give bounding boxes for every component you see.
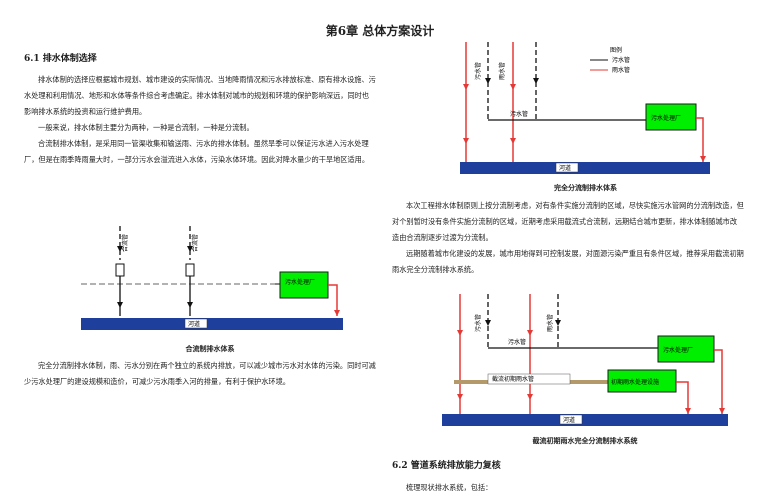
river-label: 河道 xyxy=(563,416,575,424)
plant-outlet xyxy=(328,284,338,316)
facility-outlet xyxy=(676,381,689,414)
river-bar xyxy=(81,318,343,330)
chapter-title: 第6章 总体方案设计 xyxy=(325,24,435,38)
combined-pipe-label-1: 合流管 xyxy=(121,234,129,252)
first-flush-facility-box xyxy=(607,369,677,393)
facility-label: 初期雨水处理设施 xyxy=(611,378,659,386)
separate-system-diagram: 图例 污水管 雨水管 污水管 雨水管 污水管 污水处理厂 河道 xyxy=(460,42,710,174)
legend-title: 图例 xyxy=(610,46,622,54)
paragraph: 合流制排水体制，是采用同一管渠收集和输送雨、污水的排水体制。虽然旱季可以保证污水… xyxy=(24,139,370,164)
combined-system-diagram: 合流管 合流管 污水处理厂 河道 xyxy=(81,226,343,330)
plant-label: 污水处理厂 xyxy=(651,114,681,122)
plant-outlet xyxy=(714,349,723,414)
sewage-plant-box xyxy=(645,103,697,131)
left-text-block-2: 完全分流制排水体制，雨、污水分别在两个独立的系统内排放，可以减少城市污水对水体的… xyxy=(24,358,376,390)
sewage-pipe-label: 污水管 xyxy=(474,314,482,332)
section-heading-6-2: 6.2 管道系统排放能力复核 xyxy=(392,461,501,471)
paragraph: 梳理现状排水系统，包括： xyxy=(406,483,493,492)
paragraph: 排水体制的选择应根据城市规划、城市建设的实际情况、当地降雨情况和污水排放标准、原… xyxy=(24,75,376,116)
sewage-main-label: 污水管 xyxy=(508,338,526,346)
rain-pipe-label: 雨水管 xyxy=(546,314,554,332)
sewage-plant-box xyxy=(279,271,329,299)
section-2-text: 梳理现状排水系统，包括： xyxy=(392,480,744,496)
plant-label: 污水处理厂 xyxy=(285,278,315,286)
section-heading-6-1: 6.1 排水体制选择 xyxy=(24,54,97,64)
manhole-1 xyxy=(115,263,125,277)
paragraph: 远期随着城市化建设的发展，城市用地得到可控制发展，对面源污染严重且有条件区域，推… xyxy=(392,249,744,274)
paragraph: 完全分流制排水体制，雨、污水分别在两个独立的系统内排放，可以减少城市污水对水体的… xyxy=(24,361,376,386)
separate-diagram-caption: 完全分流制排水体系 xyxy=(554,183,617,192)
sewage-plant-box xyxy=(657,335,715,363)
sewage-main-label: 污水管 xyxy=(510,110,528,118)
paragraph: 本次工程排水体制原则上按分流制考虑，对有条件实施分流制的区域，尽快实施污水管网的… xyxy=(392,201,744,242)
river-label: 河道 xyxy=(559,164,571,172)
river-label: 河道 xyxy=(188,320,200,328)
combined-pipe-label-2: 合流管 xyxy=(191,234,199,252)
combined-diagram-caption: 合流制排水体系 xyxy=(185,344,235,353)
intercept-system-diagram: 雨水管 污水管 污水管 截流初期雨水管 污水处理厂 初期雨水处理设施 河道 xyxy=(442,294,728,426)
intercept-diagram-caption: 截流初期雨水完全分流制排水系统 xyxy=(532,436,638,445)
legend-rain: 雨水管 xyxy=(612,66,630,74)
river-bar xyxy=(460,162,710,174)
right-text-block: 本次工程排水体制原则上按分流制考虑，对有条件实施分流制的区域，尽快实施污水管网的… xyxy=(392,198,744,278)
left-text-block-1: 排水体制的选择应根据城市规划、城市建设的实际情况、当地降雨情况和污水排放标准、原… xyxy=(24,72,376,168)
plant-label: 污水处理厂 xyxy=(663,346,693,354)
paragraph: 一般来说，排水体制主要分为两种，一种是合流制，一种是分流制。 xyxy=(38,123,254,132)
sewage-pipe-label: 污水管 xyxy=(474,62,482,80)
intercept-label: 截流初期雨水管 xyxy=(492,375,534,383)
manhole-2 xyxy=(185,263,195,277)
river-bar xyxy=(442,414,728,426)
rain-pipe-label: 雨水管 xyxy=(498,62,506,80)
plant-outlet xyxy=(696,117,704,162)
legend-sewage: 污水管 xyxy=(612,56,630,64)
